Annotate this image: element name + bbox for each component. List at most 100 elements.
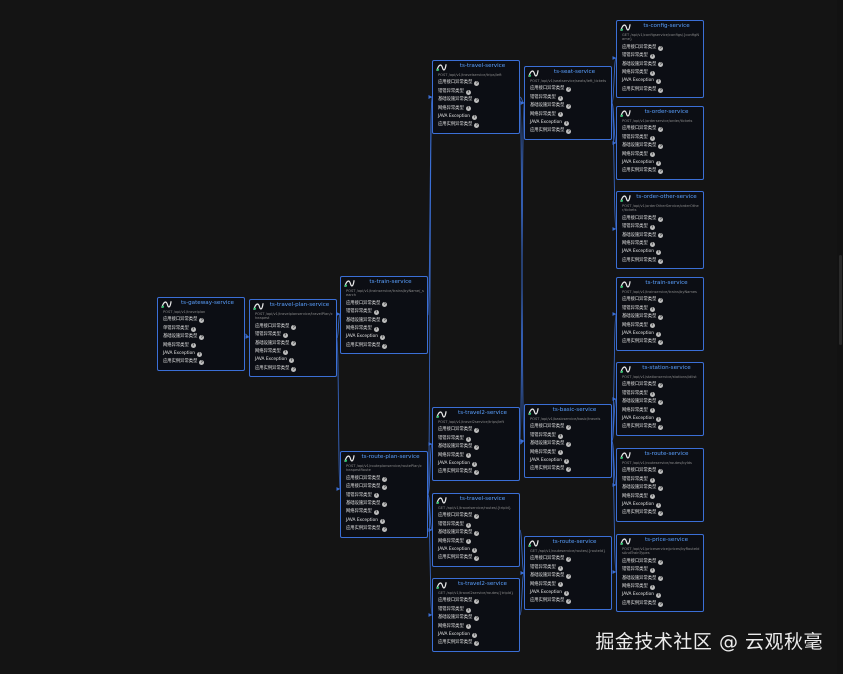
metric-row[interactable]: 网络异常类型?	[620, 322, 700, 330]
metric-row[interactable]: 应用实例异常类型?	[620, 600, 700, 608]
service-name[interactable]: ts-train-service	[369, 279, 412, 285]
metric-row[interactable]: 网络异常类型?	[436, 452, 516, 460]
service-name[interactable]: ts-order-service	[644, 109, 689, 115]
info-badge-icon[interactable]: ?	[658, 169, 664, 175]
info-badge-icon[interactable]: ?	[658, 87, 664, 93]
metric-row[interactable]: JAVA Exception?	[620, 248, 700, 256]
metric-row[interactable]: 错错异常类型?	[620, 476, 700, 484]
info-badge-icon[interactable]: ?	[474, 444, 480, 450]
info-badge-icon[interactable]: ?	[282, 349, 288, 355]
metric-row[interactable]: 网络异常类型?	[620, 583, 700, 591]
service-name[interactable]: ts-route-plan-service	[361, 454, 420, 460]
info-badge-icon[interactable]: ?	[658, 233, 664, 239]
info-badge-icon[interactable]: ?	[382, 343, 388, 349]
service-name[interactable]: ts-price-service	[644, 537, 689, 543]
metric-row[interactable]: 网络异常类型?	[620, 69, 700, 77]
metric-row[interactable]: 网络异常类型?	[528, 111, 608, 119]
metric-row[interactable]: 错错异常类型?	[344, 492, 424, 500]
info-badge-icon[interactable]: ?	[566, 103, 572, 109]
info-badge-icon[interactable]: ?	[373, 309, 379, 315]
info-badge-icon[interactable]: ?	[649, 152, 655, 158]
info-badge-icon[interactable]: ?	[282, 332, 288, 338]
info-badge-icon[interactable]: ?	[373, 326, 379, 332]
info-badge-icon[interactable]: ?	[649, 224, 655, 230]
info-badge-icon[interactable]: ?	[474, 428, 480, 434]
metric-row[interactable]: JAVA Exception?	[436, 113, 516, 121]
info-badge-icon[interactable]: ?	[465, 106, 471, 112]
info-badge-icon[interactable]: ?	[658, 216, 664, 222]
metric-row[interactable]: JAVA Exception?	[620, 415, 700, 423]
metric-row[interactable]: JAVA Exception?	[620, 501, 700, 509]
service-name[interactable]: ts-train-service	[645, 280, 688, 286]
info-badge-icon[interactable]: ?	[474, 97, 480, 103]
info-badge-icon[interactable]: ?	[649, 408, 655, 414]
info-badge-icon[interactable]: ?	[658, 143, 664, 149]
info-badge-icon[interactable]: ?	[382, 484, 388, 490]
metric-row[interactable]: 应用接口异常类型?	[528, 555, 608, 563]
metric-row[interactable]: 应用实例异常类型?	[161, 358, 241, 366]
metric-row[interactable]: 应用接口异常类型?	[620, 381, 700, 389]
metric-row[interactable]: 应用实例异常类型?	[620, 509, 700, 517]
metric-row[interactable]: 基础设施异常类型?	[620, 61, 700, 69]
metric-row[interactable]: JAVA Exception?	[528, 119, 608, 127]
info-badge-icon[interactable]: ?	[471, 461, 477, 467]
scrollbar-thumb[interactable]	[839, 255, 842, 345]
info-badge-icon[interactable]: ?	[474, 81, 480, 87]
metric-row[interactable]: 错错异常类型?	[436, 435, 516, 443]
metric-row[interactable]: 错错异常类型?	[344, 308, 424, 316]
service-name[interactable]: ts-travel-service	[459, 63, 506, 69]
metric-row[interactable]: JAVA Exception?	[620, 591, 700, 599]
metric-row[interactable]: 网络异常类型?	[436, 538, 516, 546]
info-badge-icon[interactable]: ?	[566, 573, 572, 579]
metric-row[interactable]: JAVA Exception?	[620, 330, 700, 338]
info-badge-icon[interactable]: ?	[658, 485, 664, 491]
info-badge-icon[interactable]: ?	[658, 340, 664, 346]
info-badge-icon[interactable]: ?	[649, 70, 655, 76]
metric-row[interactable]: 应用接口异常类型?	[620, 296, 700, 304]
info-badge-icon[interactable]: ?	[658, 298, 664, 304]
metric-row[interactable]: 应用接口异常类型?	[161, 316, 241, 324]
metric-row[interactable]: JAVA Exception?	[528, 457, 608, 465]
metric-row[interactable]: 网络异常类型?	[344, 325, 424, 333]
metric-row[interactable]: 基础设施异常类型?	[436, 529, 516, 537]
info-badge-icon[interactable]: ?	[655, 502, 661, 508]
metric-row[interactable]: 网络异常类型?	[253, 348, 333, 356]
info-badge-icon[interactable]: ?	[566, 441, 572, 447]
info-badge-icon[interactable]: ?	[655, 79, 661, 85]
metric-row[interactable]: 错错异常类型?	[528, 94, 608, 102]
info-badge-icon[interactable]: ?	[658, 425, 664, 431]
metric-row[interactable]: 应用实例异常类型?	[620, 423, 700, 431]
info-badge-icon[interactable]: ?	[566, 87, 572, 93]
info-badge-icon[interactable]: ?	[658, 314, 664, 320]
info-badge-icon[interactable]: ?	[649, 306, 655, 312]
metric-row[interactable]: JAVA Exception?	[344, 333, 424, 341]
info-badge-icon[interactable]: ?	[373, 510, 379, 516]
info-badge-icon[interactable]: ?	[471, 114, 477, 120]
info-badge-icon[interactable]: ?	[649, 584, 655, 590]
metric-row[interactable]: JAVA Exception?	[620, 159, 700, 167]
info-badge-icon[interactable]: ?	[566, 467, 572, 473]
info-badge-icon[interactable]: ?	[557, 95, 563, 101]
info-badge-icon[interactable]: ?	[471, 547, 477, 553]
metric-row[interactable]: 基础设施异常类型?	[528, 572, 608, 580]
metric-row[interactable]: 应用接口异常类型?	[620, 467, 700, 475]
service-name[interactable]: ts-config-service	[643, 23, 690, 29]
metric-row[interactable]: 基础设施异常类型?	[620, 232, 700, 240]
metric-row[interactable]: 错错异常类型?	[436, 521, 516, 529]
info-badge-icon[interactable]: ?	[655, 160, 661, 166]
info-badge-icon[interactable]: ?	[649, 135, 655, 141]
service-name[interactable]: ts-seat-service	[553, 69, 596, 75]
info-badge-icon[interactable]: ?	[557, 582, 563, 588]
info-badge-icon[interactable]: ?	[474, 470, 480, 476]
metric-row[interactable]: 错错异常类型?	[253, 331, 333, 339]
